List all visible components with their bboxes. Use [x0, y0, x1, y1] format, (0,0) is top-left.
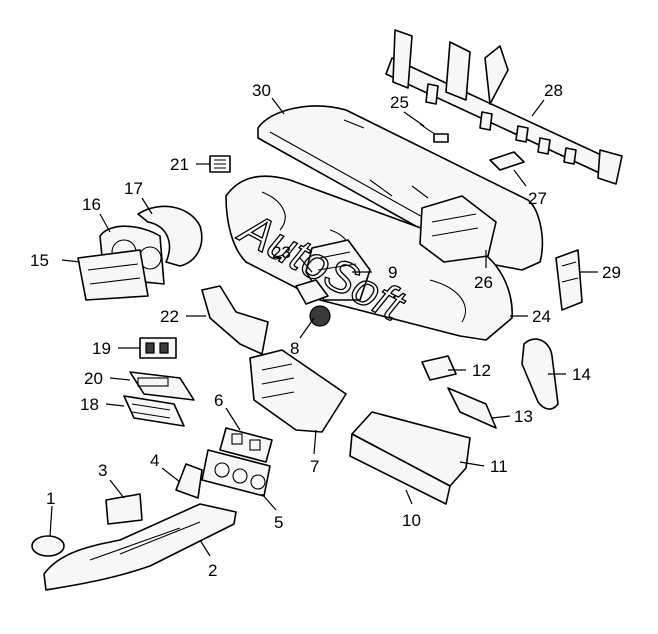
callout-26: 26	[474, 273, 493, 292]
part-cross-car-beam	[385, 29, 623, 185]
part-center-stack	[249, 349, 347, 433]
part-passenger-airbag	[419, 195, 497, 263]
part-cluster-hood	[137, 205, 203, 267]
callout-2: 2	[208, 561, 217, 580]
callout-24: 24	[532, 307, 551, 326]
callout-29: 29	[602, 263, 621, 282]
callout-6: 6	[214, 391, 223, 410]
part-glove-box	[349, 411, 471, 505]
part-heater-control	[123, 395, 185, 427]
callout-numbers: 1 2 3 4 5 6 7 8 9 10 11 12 13 14 15 16 1…	[30, 81, 621, 580]
part-side-trim	[447, 387, 497, 429]
callout-4: 4	[150, 451, 159, 470]
part-knee-panel	[201, 285, 269, 355]
part-console-bracket	[175, 463, 203, 499]
part-shift-knob	[31, 535, 65, 557]
callout-23: 23	[272, 243, 291, 262]
callout-30: 30	[252, 81, 271, 100]
part-switch	[139, 337, 177, 359]
callout-13: 13	[514, 407, 533, 426]
callout-9: 9	[388, 263, 397, 282]
part-switch-pack	[421, 355, 457, 381]
part-cluster-lens	[77, 249, 149, 301]
callout-8: 8	[290, 339, 299, 358]
part-control-bezel	[219, 427, 273, 463]
callout-15: 15	[30, 251, 49, 270]
part-center-vent-and-shroud	[295, 239, 371, 327]
callout-18: 18	[80, 395, 99, 414]
part-end-panel	[521, 338, 559, 410]
callout-27: 27	[528, 189, 547, 208]
callout-28: 28	[544, 81, 563, 100]
callout-10: 10	[402, 511, 421, 530]
callout-12: 12	[472, 361, 491, 380]
callout-20: 20	[84, 369, 103, 388]
callout-22: 22	[160, 307, 179, 326]
callout-25: 25	[390, 93, 409, 112]
part-small-module	[489, 151, 525, 171]
part-small-vent	[209, 155, 231, 173]
callout-17: 17	[124, 179, 143, 198]
callout-11: 11	[490, 457, 508, 476]
part-floor-console	[43, 503, 237, 591]
callout-21: 21	[170, 155, 189, 174]
part-radio	[129, 371, 195, 401]
part-sensor	[419, 123, 449, 143]
callout-5: 5	[274, 513, 283, 532]
callout-14: 14	[572, 365, 591, 384]
part-bracket	[555, 249, 583, 311]
callout-3: 3	[98, 461, 107, 480]
callout-16: 16	[82, 195, 101, 214]
part-console-insert	[105, 493, 143, 525]
part-dashboard-body	[225, 175, 513, 341]
callout-19: 19	[92, 339, 111, 358]
callout-1: 1	[46, 489, 55, 508]
callout-7: 7	[310, 457, 319, 476]
leader-lines	[49, 97, 598, 557]
